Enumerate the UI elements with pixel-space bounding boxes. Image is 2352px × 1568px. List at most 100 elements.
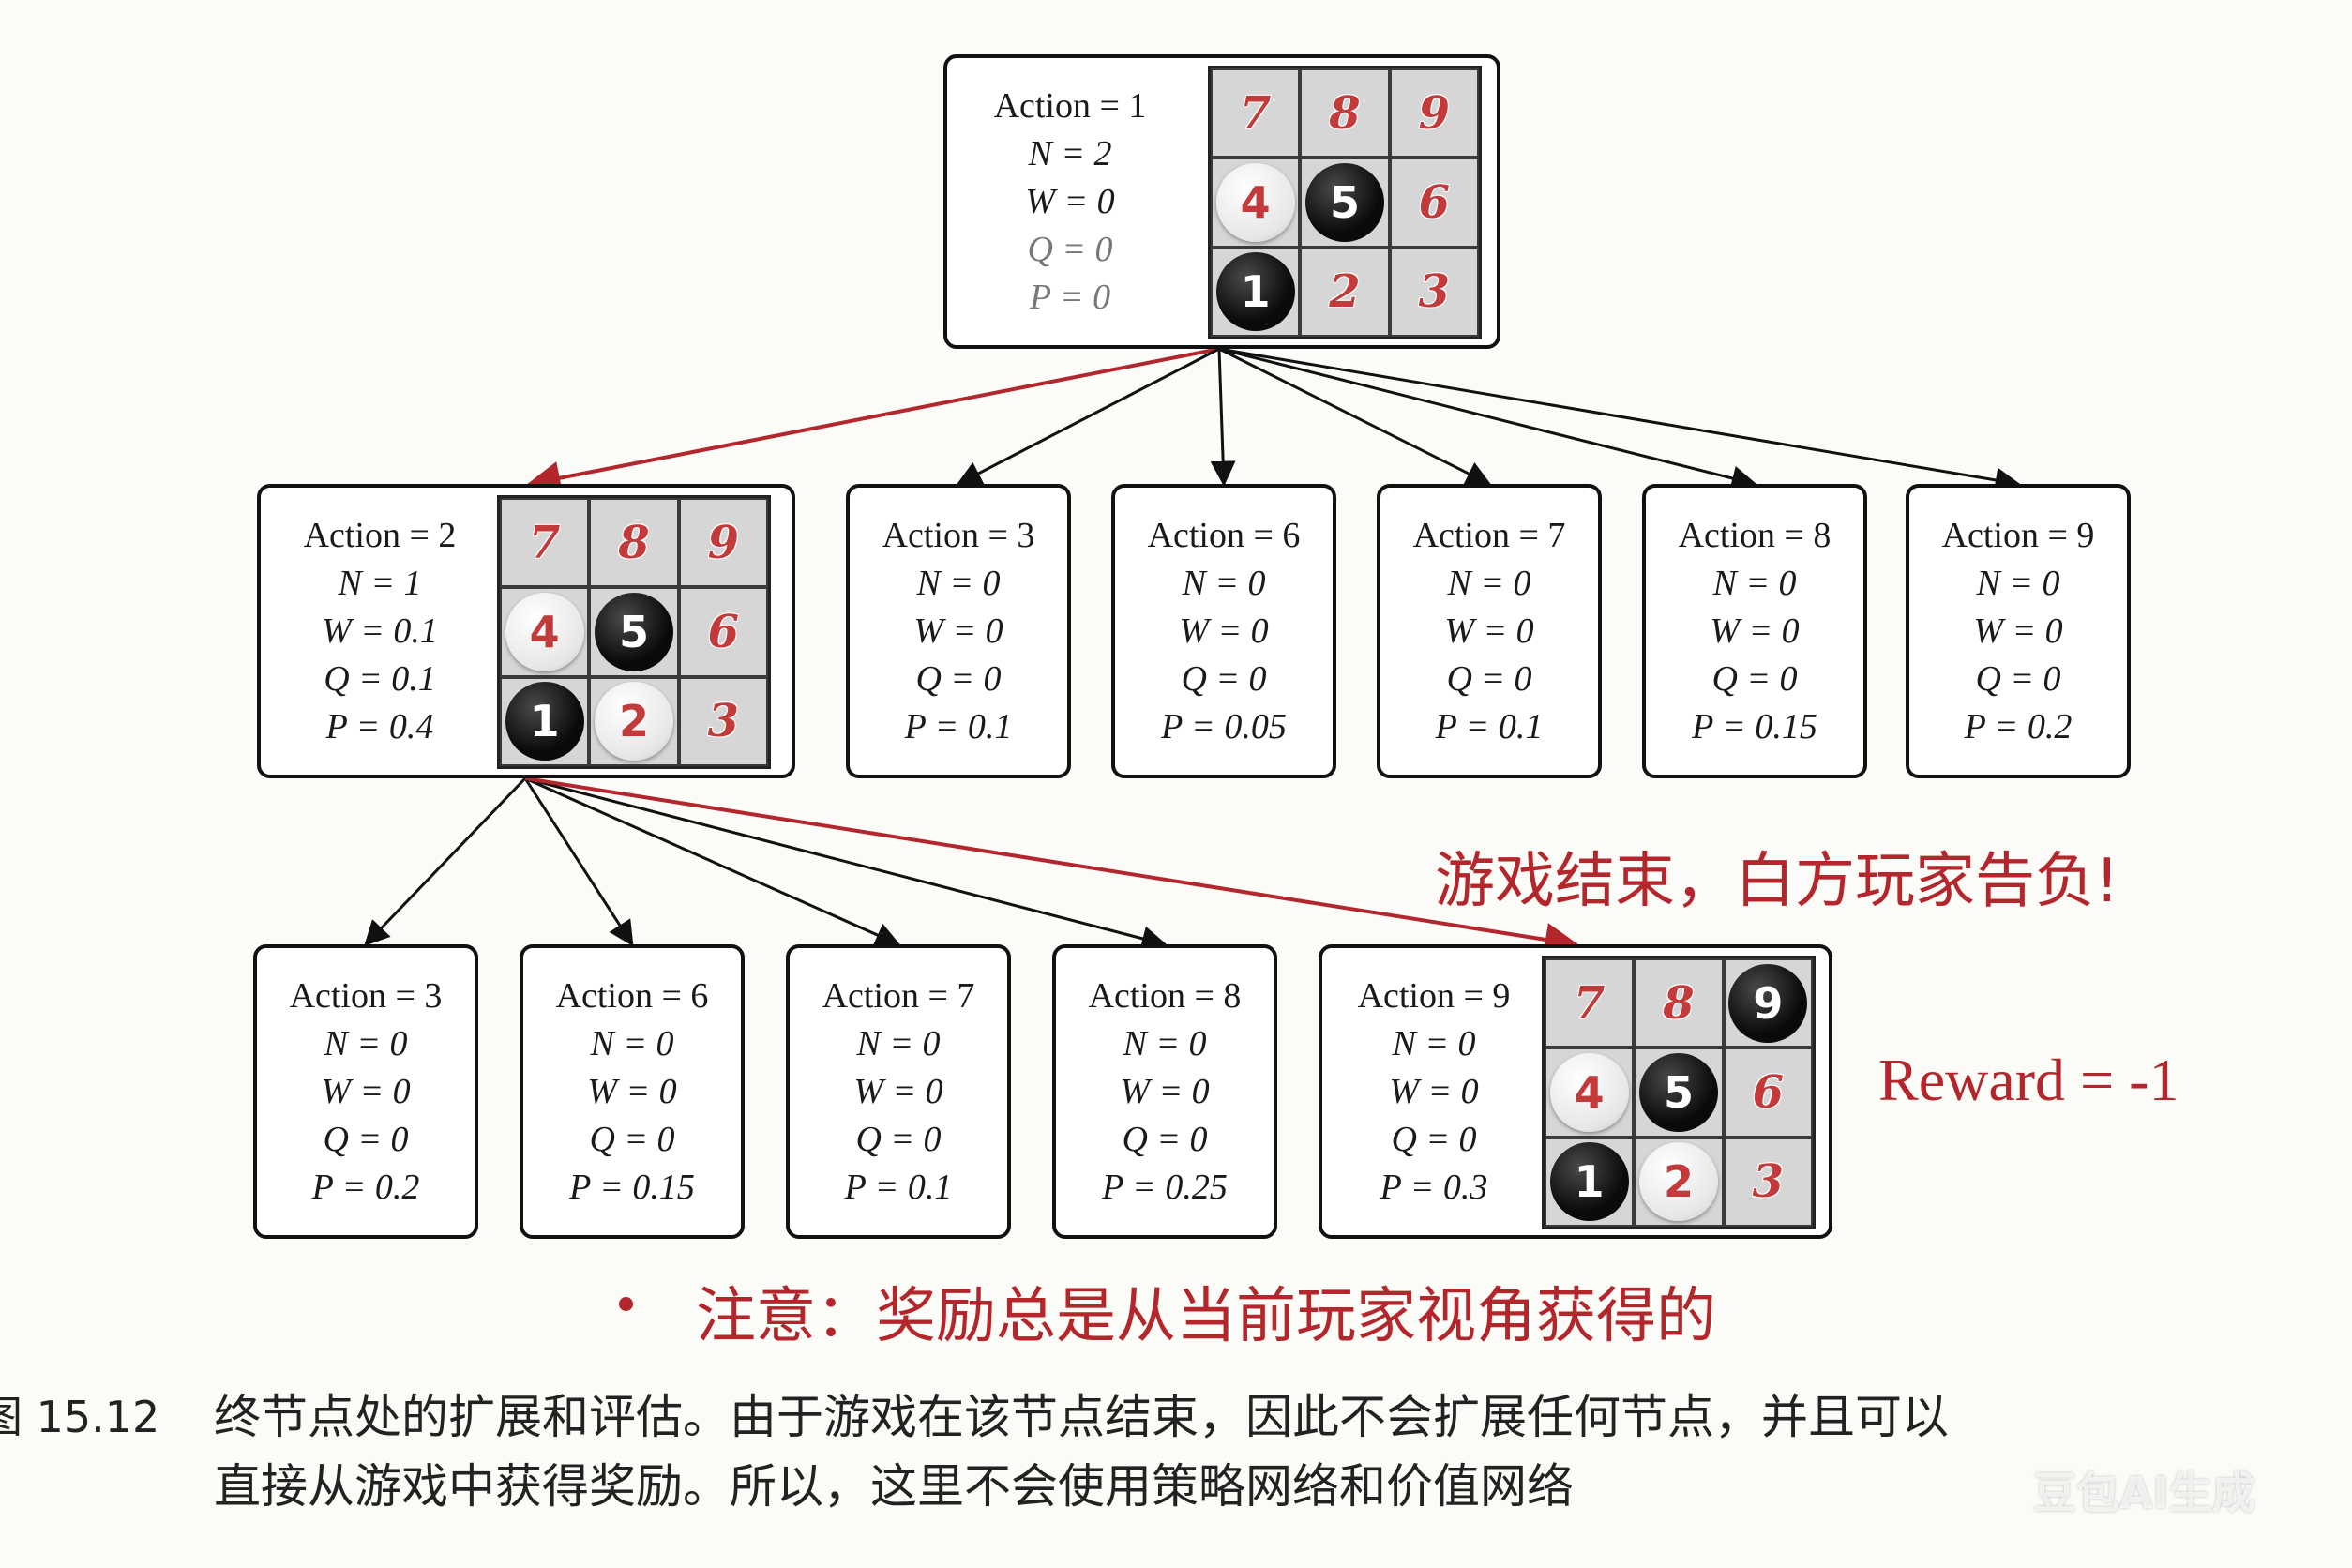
- board-cell-8: 8: [1300, 68, 1390, 158]
- action-label: Action = 1: [993, 85, 1147, 126]
- board-cell-3: 3: [678, 676, 768, 766]
- stat-p: P = 0.15: [1692, 706, 1817, 746]
- stat-p: P = 0.4: [325, 706, 434, 746]
- cell-number: 7: [1573, 976, 1606, 1030]
- cell-number: 3: [1752, 1155, 1785, 1209]
- node-stats: Action = 1 N = 2 W = 0 Q = 0 P = 0: [947, 58, 1193, 345]
- board-cell-6: 6: [1389, 158, 1479, 248]
- node-action-6[interactable]: Action = 6 N = 0 W = 0 Q = 0 P = 0.05: [1111, 484, 1336, 778]
- cell-number: 6: [1752, 1065, 1785, 1119]
- node-action-7[interactable]: Action = 7 N = 0 W = 0 Q = 0 P = 0.1: [1377, 484, 1602, 778]
- action-label: Action = 3: [882, 515, 1035, 555]
- node-stats: Action = 8 N = 0 W = 0 Q = 0 P = 0.25: [1056, 948, 1274, 1235]
- stat-w: W = 0: [1025, 181, 1115, 221]
- cell-number: 6: [1418, 175, 1451, 229]
- board-cell-1: 1: [1211, 247, 1301, 337]
- edge-arrow: [524, 776, 901, 947]
- board-cell-2: 2: [1300, 247, 1390, 337]
- stat-w: W = 0: [321, 1071, 411, 1111]
- black-stone: 5: [1304, 162, 1384, 242]
- node-stats: Action = 8 N = 0 W = 0 Q = 0 P = 0.15: [1646, 488, 1863, 775]
- edge-arrow: [956, 347, 1220, 486]
- stat-n: N = 0: [1976, 563, 2060, 603]
- stat-n: N = 0: [856, 1023, 941, 1063]
- leaf-action-7[interactable]: Action = 7 N = 0 W = 0 Q = 0 P = 0.1: [786, 944, 1011, 1239]
- black-stone: 1: [1549, 1142, 1629, 1222]
- board-cell-6: 6: [1723, 1048, 1813, 1138]
- node-stats: Action = 3 N = 0 W = 0 Q = 0 P = 0.1: [850, 488, 1067, 775]
- stat-p: P = 0.15: [569, 1167, 695, 1207]
- leaf-action-3[interactable]: Action = 3 N = 0 W = 0 Q = 0 P = 0.2: [253, 944, 478, 1239]
- node-stats: Action = 7 N = 0 W = 0 Q = 0 P = 0.1: [790, 948, 1007, 1235]
- node-action-8[interactable]: Action = 8 N = 0 W = 0 Q = 0 P = 0.15: [1642, 484, 1867, 778]
- stat-q: Q = 0: [1027, 229, 1113, 269]
- cell-number: 7: [1239, 86, 1272, 140]
- cell-number: 2: [1329, 265, 1361, 319]
- stat-n: N = 0: [324, 1023, 408, 1063]
- action-label: Action = 8: [1678, 515, 1832, 555]
- stat-p: P = 0.1: [904, 706, 1013, 746]
- node-stats: Action = 6 N = 0 W = 0 Q = 0 P = 0.15: [523, 948, 741, 1235]
- selected-edge-arrow: [526, 347, 1220, 495]
- board-cell-9: 9: [1389, 68, 1479, 158]
- node-stats: Action = 9 N = 0 W = 0 Q = 0 P = 0.2: [1909, 488, 2127, 775]
- node-action-9[interactable]: Action = 9 N = 0 W = 0 Q = 0 P = 0.2: [1906, 484, 2131, 778]
- figure-caption: 图 15.12 终节点处的扩展和评估。由于游戏在该节点结束，因此不会扩展任何节点…: [0, 1383, 2352, 1524]
- note-bullet: [619, 1297, 633, 1311]
- action-label: Action = 9: [1357, 975, 1511, 1016]
- edge-arrow: [523, 777, 634, 947]
- edge-arrow: [524, 776, 1168, 951]
- action-label: Action = 6: [1147, 515, 1301, 555]
- stat-n: N = 0: [590, 1023, 674, 1063]
- stat-n: N = 0: [916, 563, 1001, 603]
- white-stone: 4: [1549, 1052, 1629, 1132]
- board-cell-5: 5: [1634, 1048, 1724, 1138]
- figure-label: 图 15.12: [0, 1392, 160, 1442]
- node-action-3[interactable]: Action = 3 N = 0 W = 0 Q = 0 P = 0.1: [846, 484, 1071, 778]
- stat-p: P = 0.2: [311, 1167, 420, 1207]
- cell-number: 8: [1663, 976, 1695, 1030]
- stat-q: Q = 0: [1446, 658, 1532, 699]
- board-cell-1: 1: [1545, 1137, 1635, 1227]
- stat-q: Q = 0: [1391, 1119, 1477, 1159]
- leaf-action-8[interactable]: Action = 8 N = 0 W = 0 Q = 0 P = 0.25: [1052, 944, 1277, 1239]
- game-over-annotation: 游戏结束，白方玩家告负!: [1435, 847, 2119, 916]
- stat-q: Q = 0: [855, 1119, 942, 1159]
- action-label: Action = 8: [1088, 975, 1242, 1016]
- board-cell-5: 5: [1300, 158, 1390, 248]
- stat-p: P = 0.1: [1435, 706, 1544, 746]
- stat-p: P = 0.2: [1964, 706, 2073, 746]
- node-stats: Action = 2 N = 1 W = 0.1 Q = 0.1 P = 0.4: [261, 488, 499, 775]
- selected-edge-arrow: [524, 776, 1579, 957]
- stat-n: N = 0: [1392, 1023, 1476, 1063]
- stat-w: W = 0: [1444, 611, 1534, 651]
- action-label: Action = 6: [555, 975, 709, 1016]
- white-stone: 4: [1215, 162, 1295, 242]
- stat-w: W = 0: [587, 1071, 677, 1111]
- edge-arrow: [1218, 347, 1492, 486]
- leaf-action-6[interactable]: Action = 6 N = 0 W = 0 Q = 0 P = 0.15: [520, 944, 745, 1239]
- node-stats: Action = 9 N = 0 W = 0 Q = 0 P = 0.3: [1322, 948, 1545, 1235]
- board-cell-5: 5: [589, 587, 679, 677]
- stat-p: P = 0.1: [844, 1167, 953, 1207]
- cell-number: 6: [707, 605, 740, 658]
- board-cell-4: 4: [1211, 158, 1301, 248]
- stat-p: P = 0.05: [1161, 706, 1287, 746]
- node-action-2[interactable]: Action = 2 N = 1 W = 0.1 Q = 0.1 P = 0.4…: [257, 484, 795, 778]
- stat-w: W = 0: [1389, 1071, 1479, 1111]
- action-label: Action = 9: [1941, 515, 2095, 555]
- action-label: Action = 7: [1412, 515, 1566, 555]
- stat-q: Q = 0.1: [324, 658, 436, 699]
- board-cell-3: 3: [1723, 1137, 1813, 1227]
- board-cell-1: 1: [500, 676, 590, 766]
- caption-line-2: 直接从游戏中获得奖励。所以，这里不会使用策略网络和价值网络: [214, 1459, 1574, 1514]
- note-annotation: 注意：奖励总是从当前玩家视角获得的: [696, 1282, 1716, 1351]
- stat-p: P = 0: [1029, 277, 1111, 317]
- cell-number: 3: [707, 695, 740, 748]
- stat-q: Q = 0: [1711, 658, 1798, 699]
- cell-number: 3: [1418, 265, 1451, 319]
